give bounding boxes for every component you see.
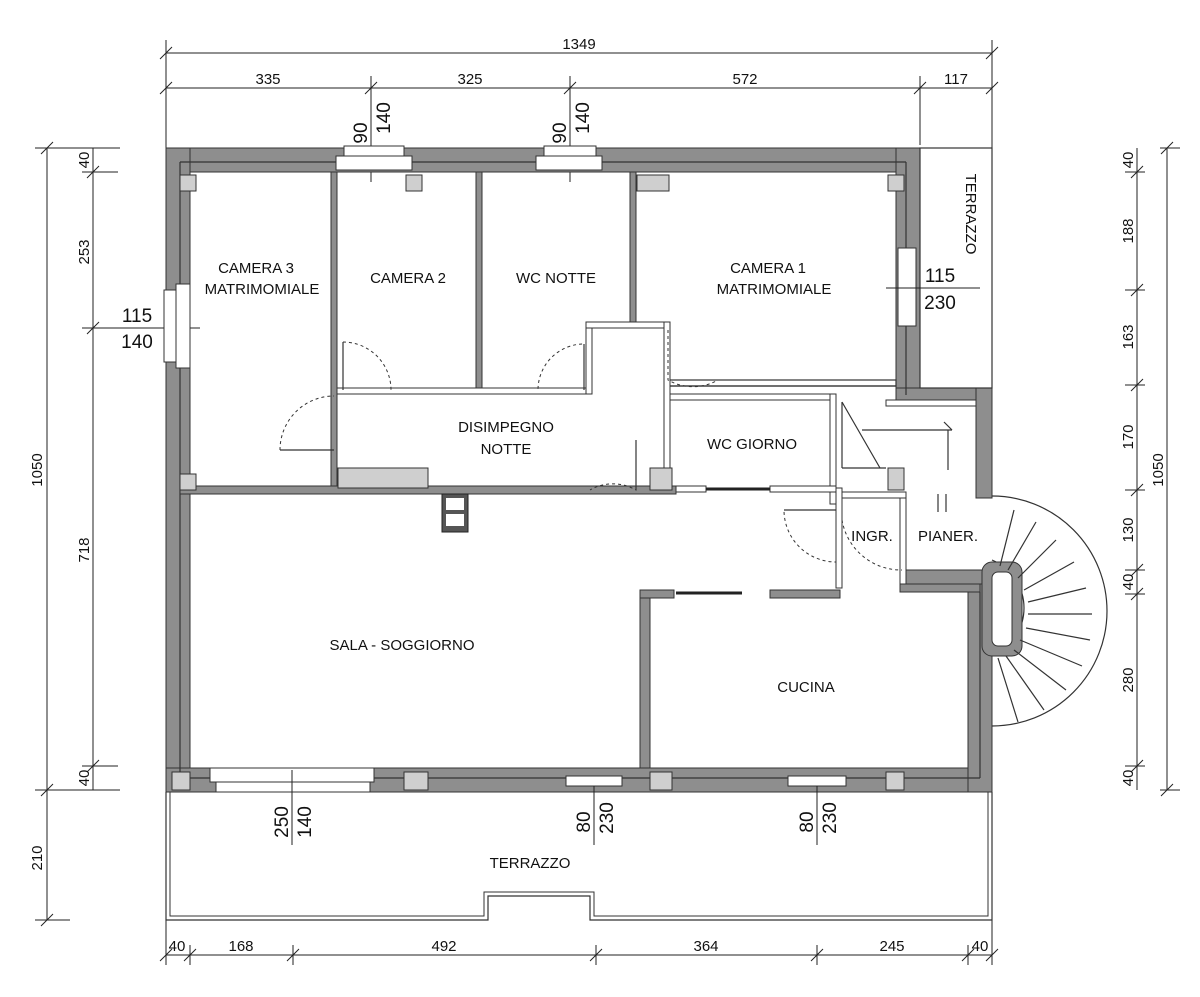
dim-top-total: 1349 <box>562 36 595 53</box>
opening-cucina-height: 230 <box>820 802 841 834</box>
dim-top-seg4: 117 <box>944 71 968 88</box>
terrazzo-top: TERRAZZO <box>919 147 993 389</box>
dim-left-seg4: 40 <box>76 770 93 787</box>
dim-bottom-seg4: 364 <box>693 938 718 955</box>
label-disimpegno-line1: DISIMPEGNO <box>458 419 554 436</box>
columns <box>171 174 905 791</box>
partitions <box>179 171 981 769</box>
dim-top-seg1: 335 <box>255 71 280 88</box>
dim-right-seg6: 40 <box>1120 574 1137 591</box>
top-dimensions: 1349 335 325 572 117 90 140 90 140 <box>159 36 999 182</box>
dim-bottom-seg5: 245 <box>879 938 904 955</box>
dim-left-seg3: 718 <box>76 537 93 562</box>
bottom-opening-labels: 250 140 80 230 80 230 <box>272 770 841 845</box>
camera1-window-dim: 115 230 <box>886 266 980 314</box>
room-labels: CAMERA 3 MATRIMOMIALE CAMERA 2 WC NOTTE … <box>205 260 978 696</box>
label-camera1-line1: CAMERA 1 <box>730 260 806 277</box>
opening-cam3-width: 115 <box>122 306 152 327</box>
opening-cam2-height: 140 <box>374 102 395 134</box>
dim-right-seg3: 163 <box>1120 324 1137 349</box>
opening-wc-width: 90 <box>550 122 571 143</box>
walls <box>165 147 993 793</box>
dim-right-seg4: 170 <box>1120 424 1137 449</box>
label-sala-soggiorno: SALA - SOGGIORNO <box>329 637 474 654</box>
label-cucina: CUCINA <box>777 679 835 696</box>
opening-wc-height: 140 <box>573 102 594 134</box>
dim-left-terrace: 210 <box>29 845 46 870</box>
stairs <box>841 401 1108 727</box>
opening-cam1-width: 115 <box>925 266 955 287</box>
dim-bottom-seg6: 40 <box>972 938 989 955</box>
label-wc-notte: WC NOTTE <box>516 270 596 287</box>
dim-right-seg1: 40 <box>1120 152 1137 169</box>
label-camera2: CAMERA 2 <box>370 270 446 287</box>
dim-top-seg3: 572 <box>732 71 757 88</box>
dim-right-seg5: 130 <box>1120 517 1137 542</box>
bottom-dimensions: 40 168 492 364 245 40 <box>159 920 999 965</box>
dim-left-seg1: 40 <box>76 152 93 169</box>
dim-right-seg8: 40 <box>1120 770 1137 787</box>
label-camera1-line2: MATRIMOMIALE <box>717 281 832 298</box>
opening-cam2-width: 90 <box>351 122 372 143</box>
dim-bottom-seg1: 40 <box>169 938 186 955</box>
label-camera3-line1: CAMERA 3 <box>218 260 294 277</box>
label-disimpegno-line2: NOTTE <box>481 441 532 458</box>
opening-sala2-width: 80 <box>574 811 595 832</box>
dim-left-total: 1050 <box>29 453 46 486</box>
label-ingr: INGR. <box>851 528 893 545</box>
dim-bottom-seg3: 492 <box>431 938 456 955</box>
dim-left-seg2: 253 <box>76 239 93 264</box>
opening-cam1-height: 230 <box>924 293 956 314</box>
label-pianer: PIANER. <box>918 528 978 545</box>
doors <box>279 330 903 595</box>
dim-top-seg2: 325 <box>457 71 482 88</box>
dim-right-total: 1050 <box>1150 453 1167 486</box>
terrazzo-bottom: TERRAZZO <box>165 792 993 921</box>
opening-sala-width: 250 <box>272 806 293 838</box>
label-wc-giorno: WC GIORNO <box>707 436 797 453</box>
dim-bottom-seg2: 168 <box>228 938 253 955</box>
opening-cucina-width: 80 <box>797 811 818 832</box>
opening-cam3-height: 140 <box>121 332 153 353</box>
label-terrazzo-top: TERRAZZO <box>962 174 979 255</box>
right-dimensions: 1050 40 188 163 170 130 40 280 40 <box>1120 141 1180 797</box>
dim-right-seg7: 280 <box>1120 667 1137 692</box>
opening-sala2-height: 230 <box>597 802 618 834</box>
opening-sala-height: 140 <box>295 806 316 838</box>
left-dimensions: 1050 210 40 253 718 40 115 140 <box>29 141 200 927</box>
windows <box>163 145 917 793</box>
label-camera3-line2: MATRIMOMIALE <box>205 281 320 298</box>
dim-right-seg2: 188 <box>1120 218 1137 243</box>
label-terrazzo-bottom: TERRAZZO <box>490 855 571 872</box>
